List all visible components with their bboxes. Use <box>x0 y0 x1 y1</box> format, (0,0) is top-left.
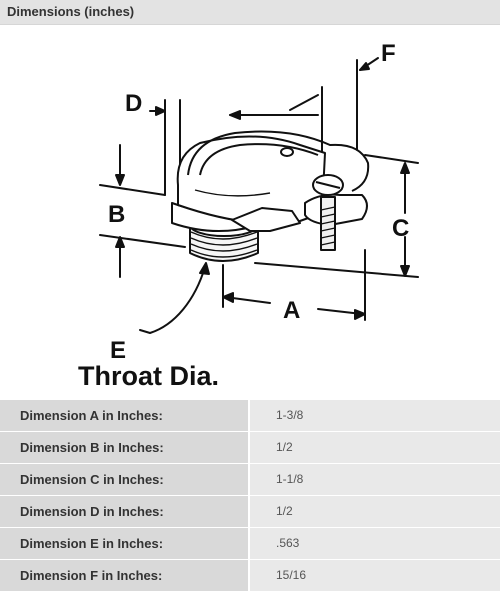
dim-b-extension-bottom <box>99 234 186 248</box>
strap-loop <box>187 130 370 192</box>
screw-slot <box>315 181 341 189</box>
connector-drawing: D F B C A E Throat Dia. <box>78 40 419 391</box>
row-value: 1-3/8 <box>250 400 500 431</box>
dim-e-label: E <box>110 337 126 364</box>
dim-d-arrowhead <box>155 106 166 116</box>
dim-top-arrowhead <box>229 110 241 120</box>
dimension-table: Dimension A in Inches: 1-3/8 Dimension B… <box>0 400 500 592</box>
section-title: Dimensions (inches) <box>7 4 135 19</box>
strap-hole <box>280 147 294 157</box>
row-label: Dimension F in Inches: <box>0 560 248 591</box>
throat-dia-label: Throat Dia. <box>78 361 219 391</box>
row-value: 1/2 <box>250 496 500 527</box>
dim-b-extension-top <box>99 184 166 196</box>
table-row: Dimension A in Inches: 1-3/8 <box>0 400 500 432</box>
dim-c-arrowhead-bottom <box>400 265 410 277</box>
section-header: Dimensions (inches) <box>0 0 500 25</box>
dim-c-extension-top <box>364 154 419 164</box>
table-row: Dimension B in Inches: 1/2 <box>0 432 500 464</box>
dim-a-arrowhead-right <box>354 309 366 320</box>
mounting-tab <box>231 207 301 232</box>
row-value: 1-1/8 <box>250 464 500 495</box>
row-label: Dimension B in Inches: <box>0 432 248 463</box>
row-label: Dimension E in Inches: <box>0 528 248 559</box>
dim-d-label: D <box>125 90 142 117</box>
dimension-diagram: D F B C A E Throat Dia. <box>0 25 500 400</box>
dim-f-arrow-line-left <box>289 94 319 111</box>
row-value: 1/2 <box>250 432 500 463</box>
row-label: Dimension A in Inches: <box>0 400 248 431</box>
table-row: Dimension C in Inches: 1-1/8 <box>0 464 500 496</box>
dim-f-label: F <box>381 40 396 67</box>
thread-lines <box>190 231 258 258</box>
table-row: Dimension D in Inches: 1/2 <box>0 496 500 528</box>
dim-e-arrowhead <box>199 262 210 275</box>
dim-c-arrowhead-top <box>400 162 410 174</box>
connector-body <box>171 130 370 262</box>
row-value: .563 <box>250 528 500 559</box>
dim-b-arrowhead-bottom <box>115 236 125 248</box>
dim-b-label: B <box>108 201 125 228</box>
row-label: Dimension C in Inches: <box>0 464 248 495</box>
dim-a-label: A <box>283 297 300 324</box>
dim-b-arrowhead-top <box>115 174 125 186</box>
row-label: Dimension D in Inches: <box>0 496 248 527</box>
dim-c-label: C <box>392 215 409 242</box>
table-row: Dimension E in Inches: .563 <box>0 528 500 560</box>
dim-c-extension-bottom <box>254 262 419 278</box>
dim-f-arrowhead <box>359 62 370 71</box>
dim-e-leader <box>139 266 206 334</box>
dim-a-arrowhead-left <box>222 292 234 303</box>
strap-inner <box>199 143 319 176</box>
row-value: 15/16 <box>250 560 500 591</box>
table-row: Dimension F in Inches: 15/16 <box>0 560 500 592</box>
